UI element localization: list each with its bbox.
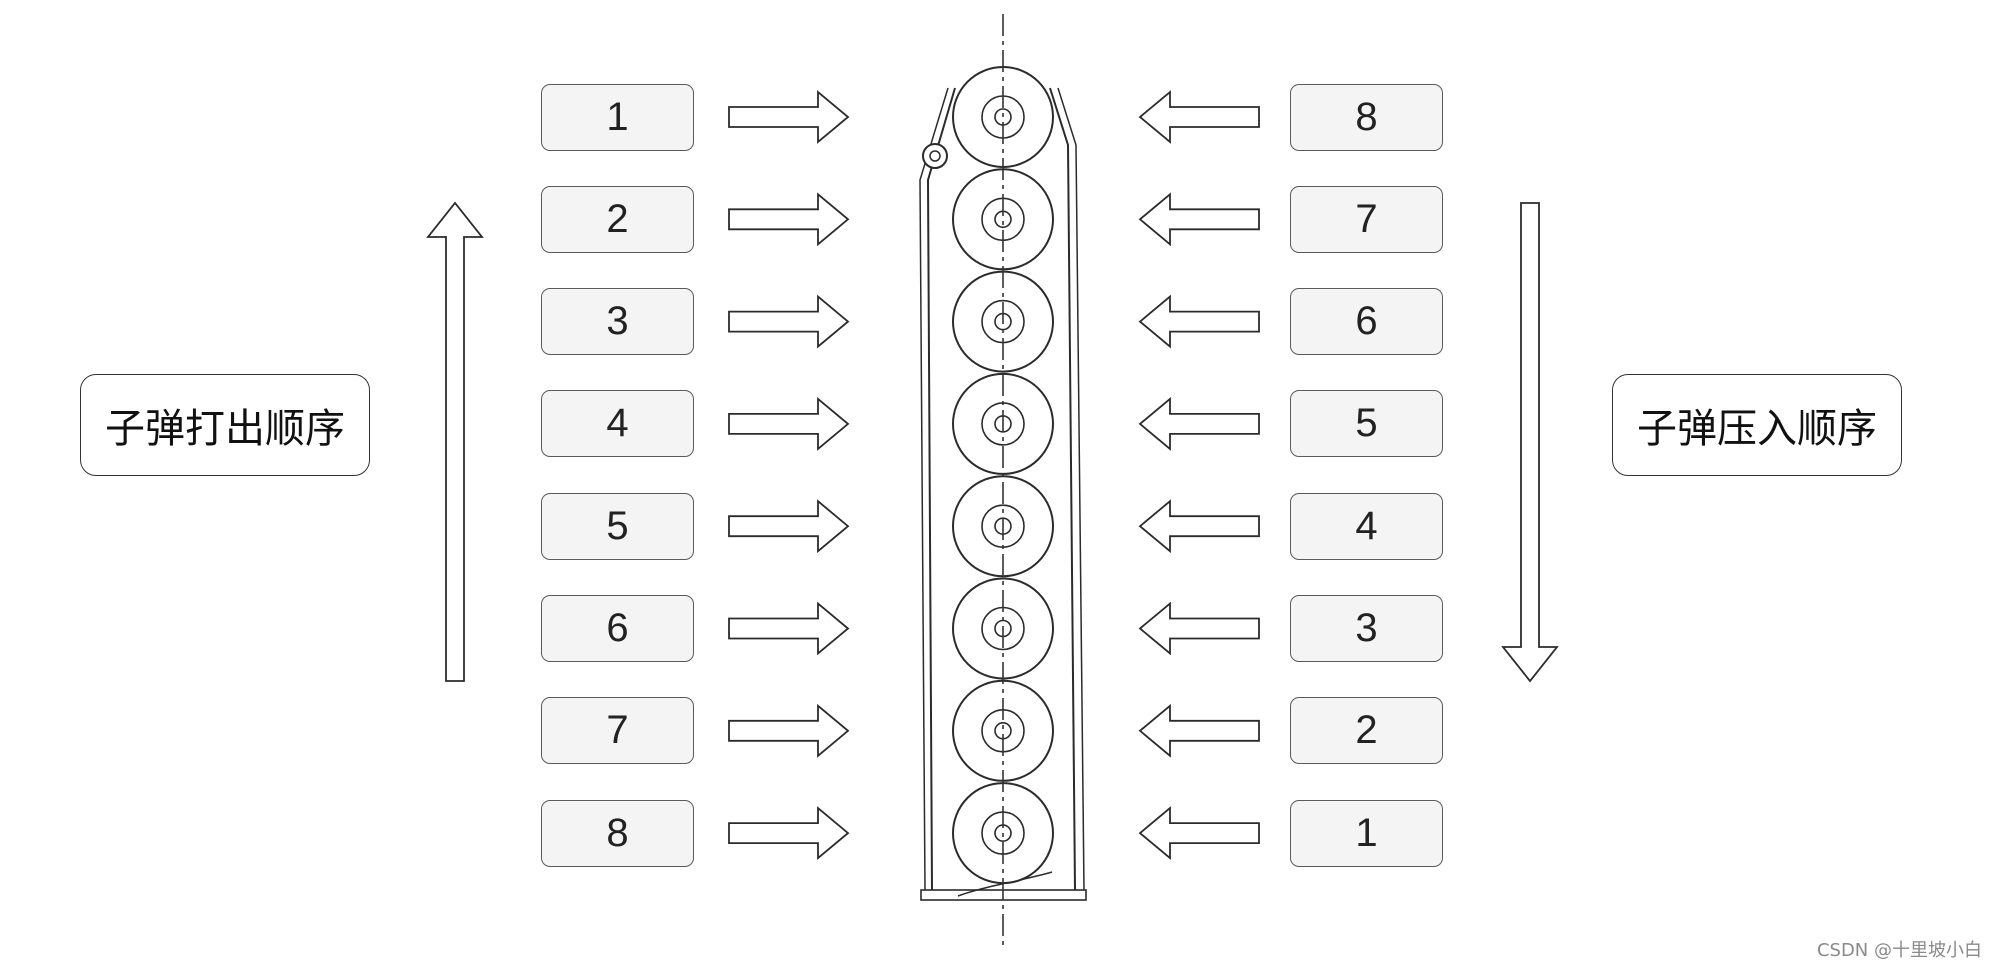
row-arrows (728, 90, 1260, 861)
fire-order-flow-arrow (426, 201, 484, 682)
magazine-right-wall-outer (1057, 87, 1085, 891)
load-number-box: 8 (1290, 83, 1443, 151)
load-direction-arrow (1138, 601, 1260, 656)
fire-number-box: 6 (541, 595, 694, 662)
fire-order-label: 子弹打出顺序 (80, 374, 370, 476)
load-number-box: 1 (1290, 799, 1443, 867)
load-direction-arrow (1138, 294, 1260, 349)
fire-number-box: 3 (541, 288, 694, 356)
flow-arrows (426, 201, 1559, 683)
bullet-outline (952, 679, 1054, 782)
fire-number-box: 4 (541, 390, 694, 458)
load-direction-arrow (1138, 806, 1260, 861)
load-order-label: 子弹压入顺序 (1612, 374, 1902, 476)
fire-number-box: 2 (541, 185, 694, 253)
magazine-left-wall (926, 87, 956, 891)
fire-direction-arrow (728, 806, 850, 861)
magazine (919, 14, 1087, 945)
load-number-box: 7 (1290, 185, 1443, 253)
fire-direction-arrow (728, 294, 850, 349)
fire-direction-arrow (728, 192, 850, 247)
fire-number-box: 8 (541, 799, 694, 867)
fire-direction-arrow (728, 703, 850, 758)
load-direction-arrow (1138, 396, 1260, 451)
watermark: CSDN @十里坡小白 (1816, 940, 1982, 961)
load-number-box: 5 (1290, 390, 1443, 458)
load-number-box: 6 (1290, 288, 1443, 356)
load-direction-arrow (1138, 499, 1260, 554)
fire-direction-arrow (728, 396, 850, 451)
load-direction-arrow (1138, 90, 1260, 144)
load-number-box: 3 (1290, 595, 1443, 662)
load-number-box: 2 (1290, 697, 1443, 765)
magazine-catch-center (929, 150, 941, 162)
magazine-right-wall (1049, 87, 1076, 891)
load-number-box: 4 (1290, 492, 1443, 560)
fire-number-box: 1 (541, 83, 694, 151)
bullet-outline (952, 168, 1054, 271)
fire-direction-arrow (728, 90, 850, 144)
fire-number-box: 7 (541, 697, 694, 765)
load-direction-arrow (1138, 703, 1260, 758)
magazine-catch (922, 143, 948, 169)
load-order-flow-arrow (1501, 202, 1559, 683)
fire-direction-arrow (728, 499, 850, 554)
fire-direction-arrow (728, 601, 850, 656)
load-direction-arrow (1138, 192, 1260, 247)
magazine-left-wall-outer (919, 87, 949, 891)
fire-number-box: 5 (541, 492, 694, 560)
